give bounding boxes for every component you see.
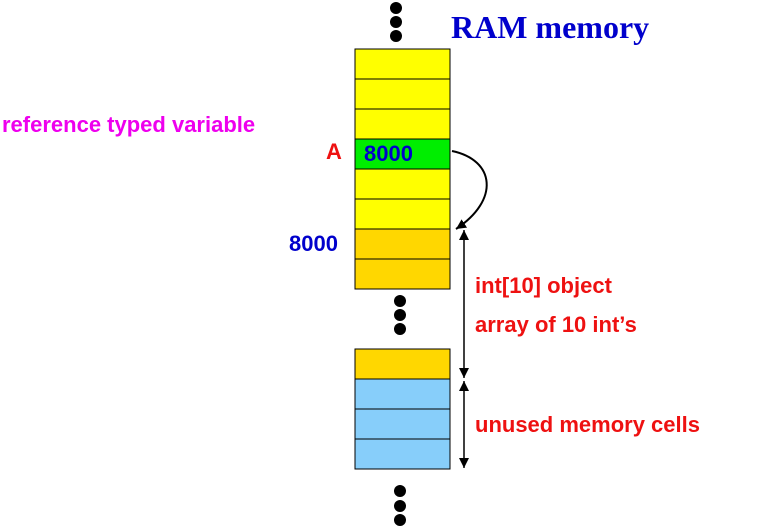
ellipsis-dot (394, 500, 406, 512)
array-description-label: array of 10 int’s (475, 312, 637, 337)
ellipsis-dot (394, 323, 406, 335)
memory-cell (354, 198, 451, 230)
continuation-dots-middle (394, 295, 406, 335)
memory-cell (354, 378, 451, 410)
variable-value-label: 8000 (364, 141, 413, 166)
memory-cell (354, 348, 451, 380)
memory-cell (354, 438, 451, 470)
memory-cells-lower-block (354, 348, 451, 470)
reference-variable-label: reference typed variable (2, 112, 256, 137)
variable-name-label: A (326, 139, 342, 164)
array-object-label: int[10] object (475, 273, 612, 298)
unused-memory-label: unused memory cells (475, 412, 700, 437)
ellipsis-dot (394, 514, 406, 526)
ellipsis-dot (394, 485, 406, 497)
ellipsis-dot (390, 30, 402, 42)
memory-cell (354, 108, 451, 140)
memory-cell (354, 138, 451, 170)
continuation-dots-top (390, 2, 402, 42)
ellipsis-dot (394, 309, 406, 321)
memory-cells-upper-block (354, 48, 451, 290)
memory-cell (354, 78, 451, 110)
ellipsis-dot (390, 2, 402, 14)
memory-cell (354, 258, 451, 290)
memory-cell (354, 228, 451, 260)
memory-cell (354, 408, 451, 440)
memory-cell (354, 48, 451, 80)
ellipsis-dot (394, 295, 406, 307)
continuation-dots-bottom (394, 485, 406, 526)
ellipsis-dot (390, 16, 402, 28)
reference-pointer-arrow (451, 150, 488, 230)
memory-cell (354, 168, 451, 200)
diagram-title: RAM memory (451, 9, 650, 45)
array-address-label: 8000 (289, 231, 338, 256)
